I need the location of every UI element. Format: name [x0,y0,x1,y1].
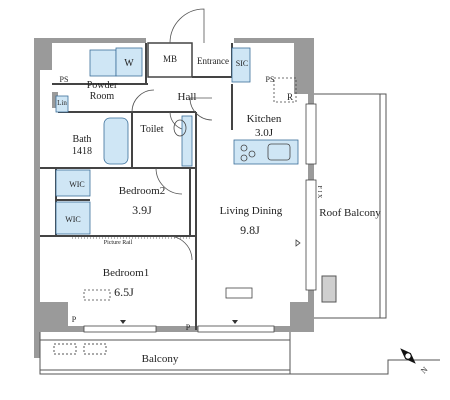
toilet-counter [181,115,193,167]
bedroom2-door [155,167,183,195]
p-left-label: P [72,315,77,324]
washer-label: W [124,58,134,69]
roof-balcony-label: Roof Balcony [319,207,381,219]
bedroom1-label-line2: 6.5J [114,285,134,299]
water-fixtures [55,47,299,235]
stove-burner-2 [248,150,256,158]
balcony-label: Balcony [142,353,179,365]
sic-label: SIC [236,59,248,68]
kitchen-label-line1: Kitchen [247,113,282,125]
stove-burner-3 [240,154,248,162]
bedroom1-window [83,325,157,333]
powder-room-label-line2: Room [90,91,115,102]
balcony-ac-1 [53,343,77,355]
floor-heating-panel [225,287,253,299]
ac-outdoor-unit [321,275,337,303]
bedroom2-label-line2: 3.9J [132,203,152,217]
ps-right-label: PS [266,75,275,84]
refrigerator-space [273,77,297,103]
north-label: N [419,365,430,376]
room-labels: MB Entrance SIC PS PS Powder Room W Hall… [57,54,429,375]
toilet-bowl [173,119,187,137]
mb-label: MB [163,54,177,64]
bath-label-line2: 1418 [72,146,92,157]
living-dining-label-line1: Living Dining [220,205,283,217]
kitchen-counter [233,139,299,165]
refrigerator-label: R [287,92,293,102]
windows [83,103,317,333]
p-right-label: P [186,323,191,332]
outdoor-areas [39,93,440,375]
balcony-ac-2 [83,343,107,355]
bedroom2-label-line1: Bedroom2 [119,185,165,197]
washing-machine-pan [115,47,143,77]
lin-label: Lin [57,99,67,107]
picture-rail-label: Picture Rail [104,240,133,246]
kitchen-sink [267,143,291,161]
door-swings [131,8,213,261]
powder-room-label-line1: Powder [87,80,118,91]
toilet-label: Toilet [140,124,163,135]
entrance-door [169,8,205,44]
bedroom1-door [167,235,193,261]
living-window [197,325,275,333]
wic-lower-label: WIC [65,215,81,224]
bath-label-line1: Bath [73,134,92,145]
stove-burner-1 [240,144,248,152]
hall-door [189,97,213,121]
entrance-label: Entrance [197,56,229,66]
exterior-walls [34,38,314,358]
living-dining-label-line2: 9.8J [240,223,260,237]
ps-left-label: PS [60,75,69,84]
bedroom1-label-line1: Bedroom1 [103,267,149,279]
north-arrow [400,348,416,364]
bathtub [103,117,129,165]
fixtures [72,77,297,301]
kitchen-label-line2: 3.0J [255,127,274,139]
roof-balcony-window [305,179,317,291]
washbasin [89,49,117,77]
hall-label: Hall [178,91,197,103]
linen-shelf [55,95,69,113]
wic-upper-box [55,169,91,197]
shoe-closet [231,47,251,83]
powder-door [131,89,155,113]
fix-label: F I X [316,186,322,199]
wic-lower-box [55,201,91,235]
kitchen-window [305,103,317,165]
bedroom1-ac [83,289,111,301]
wic-upper-label: WIC [69,180,85,189]
